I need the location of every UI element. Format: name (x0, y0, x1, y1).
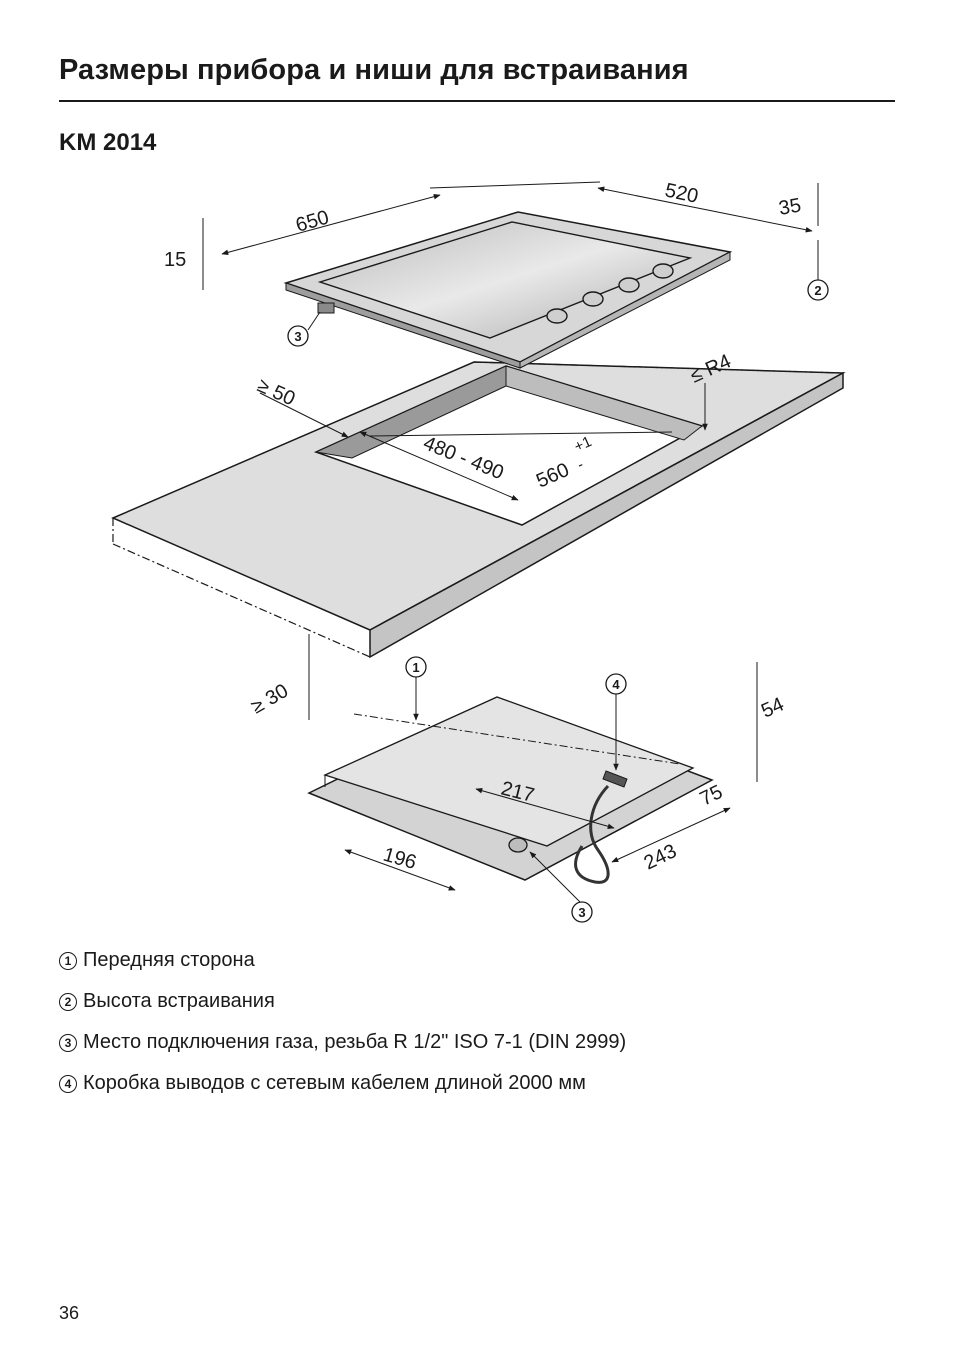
legend-text: Передняя сторона (83, 949, 255, 971)
callout-3-bottom: 3 (571, 901, 593, 923)
legend-text: Высота встраивания (83, 990, 275, 1012)
legend-item: 1 Передняя сторона (59, 940, 626, 981)
model-heading: KM 2014 (59, 129, 157, 156)
dim-side-offset: 196 (381, 844, 419, 874)
legend-text: Коробка выводов с сетевым кабелем длиной… (83, 1072, 586, 1094)
svg-text:4: 4 (612, 677, 620, 692)
svg-text:3: 3 (578, 905, 585, 920)
dim-cutout-tol-plus: +1 (572, 433, 595, 455)
page-title: Размеры прибора и ниши для встраивания (59, 54, 689, 86)
legend: 1 Передняя сторона 2 Высота встраивания … (59, 940, 626, 1104)
legend-item: 2 Высота встраивания (59, 981, 626, 1022)
legend-text: Место подключения газа, резьба R 1/2" IS… (83, 1031, 627, 1053)
legend-number: 2 (59, 992, 77, 1011)
dim-cutout-tol-minus: - (575, 456, 586, 474)
callout-2: 2 (807, 279, 829, 301)
dimension-lines (202, 181, 819, 891)
dim-width: 520 (663, 179, 700, 207)
dim-depth: 650 (293, 206, 331, 236)
legend-item: 3 Место подключения газа, резьба R 1/2" … (59, 1022, 626, 1063)
legend-number: 3 (59, 1033, 77, 1052)
dim-gap-front: ≥ 50 (254, 374, 298, 410)
dim-frame-height: 15 (164, 249, 186, 271)
callout-4: 4 (605, 673, 627, 695)
svg-text:3: 3 (294, 329, 301, 344)
dim-box-distance: 243 (641, 840, 681, 874)
svg-text:2: 2 (814, 283, 821, 298)
page-number: 36 (59, 1303, 80, 1323)
legend-number: 1 (59, 951, 77, 970)
legend-item: 4 Коробка выводов с сетевым кабелем длин… (59, 1063, 626, 1104)
hob-top (283, 211, 733, 369)
dim-body-height: 54 (758, 693, 787, 722)
legend-number: 4 (59, 1074, 77, 1093)
title-divider (59, 100, 895, 102)
callout-1: 1 (405, 656, 427, 678)
worktop (111, 361, 846, 659)
control-knobs (546, 263, 674, 324)
svg-text:1: 1 (412, 660, 419, 675)
callout-leaders (307, 240, 819, 903)
dim-rim: 35 (777, 194, 803, 220)
dim-worktop-thickness: ≥ 30 (248, 680, 293, 718)
callout-3-top: 3 (287, 325, 309, 347)
